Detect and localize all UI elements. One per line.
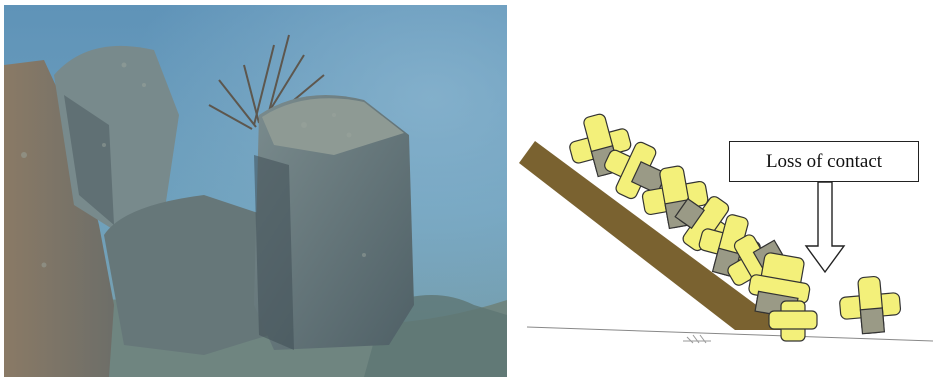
loss-of-contact-callout: Loss of contact (729, 141, 919, 182)
callout-label: Loss of contact (766, 151, 882, 173)
underwater-photo (4, 5, 507, 377)
armour-unit-detached (838, 274, 903, 335)
underwater-photo-image (4, 5, 507, 377)
ground-hatch (683, 335, 711, 343)
down-arrow-icon (806, 182, 844, 272)
